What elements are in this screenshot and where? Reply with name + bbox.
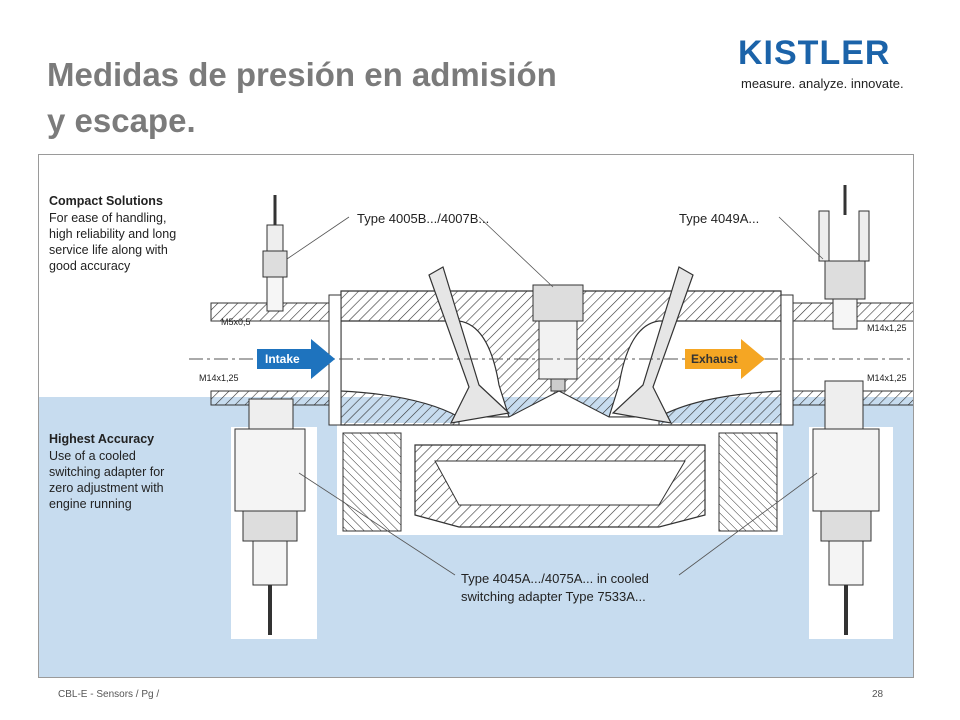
intake-arrow-label: Intake bbox=[265, 352, 300, 366]
accuracy-line-3: zero adjustment with bbox=[49, 481, 164, 495]
compact-line-4: good accuracy bbox=[49, 259, 131, 273]
exhaust-arrow bbox=[685, 339, 765, 379]
exhaust-arrow-label: Exhaust bbox=[691, 352, 738, 366]
flange-right bbox=[780, 294, 794, 426]
center-sensor-cap bbox=[532, 284, 584, 322]
leader-4005 bbox=[286, 216, 350, 260]
left-adapter-body bbox=[234, 428, 306, 512]
accuracy-line-1: Use of a cooled bbox=[49, 449, 136, 463]
right-sensor-head bbox=[824, 260, 866, 300]
engine-diagram: Intake Exhaust M5x0,5 M14x1,25 M14x1,25 … bbox=[39, 185, 913, 677]
left-adapter-thread bbox=[248, 398, 294, 430]
left-adapter-lower bbox=[252, 540, 288, 586]
right-adapter-lower bbox=[828, 540, 864, 586]
leader-4045-left bbox=[298, 472, 456, 576]
left-sensor-connector bbox=[266, 224, 284, 252]
right-sensor-tube-b bbox=[858, 210, 870, 262]
dim-m5: M5x0,5 bbox=[221, 317, 251, 327]
exhaust-valve bbox=[611, 266, 694, 424]
piston-recess bbox=[434, 460, 686, 506]
right-sensor-tube-a bbox=[818, 210, 830, 262]
center-sensor-tip bbox=[550, 378, 566, 392]
cylinder-block-left bbox=[342, 432, 402, 532]
leader-4049 bbox=[778, 216, 824, 260]
callout-type-4005: Type 4005B.../4007B... bbox=[357, 211, 489, 226]
diagram-frame: Intake Exhaust M5x0,5 M14x1,25 M14x1,25 … bbox=[38, 154, 914, 678]
slide-title: Medidas de presión en admisión y escape. bbox=[47, 52, 687, 144]
callout-type-4045-line1: Type 4045A.../4075A... in cooled bbox=[461, 571, 649, 586]
center-sensor-body bbox=[538, 320, 578, 380]
right-sensor-thread bbox=[832, 298, 858, 330]
dim-m14-left: M14x1,25 bbox=[199, 373, 239, 383]
page-number: 28 bbox=[872, 689, 884, 700]
compact-line-1: For ease of handling, bbox=[49, 211, 166, 225]
accuracy-heading: Highest Accuracy bbox=[49, 432, 154, 446]
left-adapter-nut bbox=[242, 510, 298, 542]
compact-line-2: high reliability and long bbox=[49, 227, 176, 241]
right-adapter-body bbox=[812, 428, 880, 512]
leader-4005-center bbox=[478, 216, 554, 288]
kistler-logo: KISTLER measure. analyze. innovate. bbox=[738, 36, 910, 94]
footer-reference: CBL-E - Sensors / Pg / bbox=[58, 689, 160, 700]
dim-m14-right-bottom: M14x1,25 bbox=[867, 373, 907, 383]
right-adapter-nut bbox=[820, 510, 872, 542]
left-sensor-nut bbox=[262, 250, 288, 278]
intake-valve bbox=[428, 266, 511, 424]
compact-line-3: service life along with bbox=[49, 243, 168, 257]
title-line-2: y escape. bbox=[47, 102, 196, 139]
left-sensor-thread bbox=[266, 276, 284, 312]
intake-arrow bbox=[257, 339, 335, 379]
right-adapter-thread bbox=[824, 380, 864, 430]
compact-heading: Compact Solutions bbox=[49, 194, 163, 208]
accuracy-line-2: switching adapter for bbox=[49, 465, 164, 479]
leader-4045-right bbox=[678, 472, 818, 576]
title-line-1: Medidas de presión en admisión bbox=[47, 56, 557, 93]
logo-wordmark: KISTLER bbox=[738, 34, 891, 72]
callout-type-4045-line2: switching adapter Type 7533A... bbox=[461, 589, 646, 604]
callout-type-4049: Type 4049A... bbox=[679, 211, 759, 226]
accuracy-line-4: engine running bbox=[49, 497, 132, 511]
logo-tagline: measure. analyze. innovate. bbox=[741, 76, 904, 91]
dim-m14-right-top: M14x1,25 bbox=[867, 323, 907, 333]
cylinder-block-right bbox=[718, 432, 778, 532]
